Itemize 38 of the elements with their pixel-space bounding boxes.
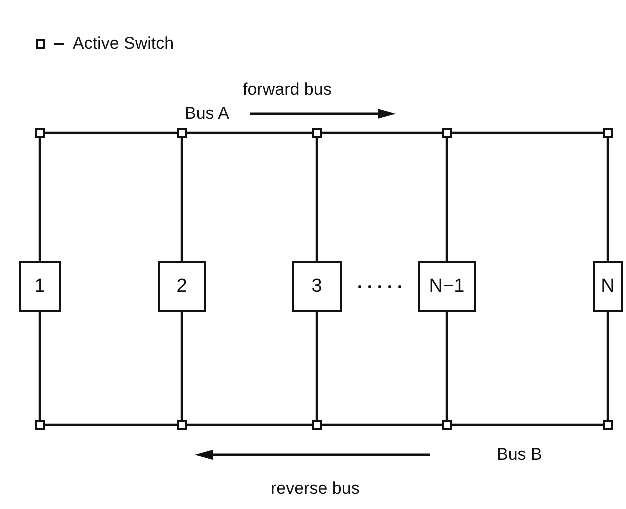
station-box: 3: [292, 261, 342, 312]
active-switch: [603, 128, 613, 138]
bus-line: [45, 424, 177, 426]
bus-line: [606, 138, 610, 261]
active-switch: [35, 420, 45, 430]
active-switch: [442, 420, 452, 430]
bus-label: forward bus: [243, 80, 332, 100]
active-switch: [442, 128, 452, 138]
bus-line: [322, 132, 442, 134]
bus-line: [446, 312, 448, 420]
bus-line: [606, 312, 610, 420]
bus-line: [446, 138, 448, 261]
bus-line: [452, 424, 603, 426]
station-box: 2: [158, 261, 206, 312]
station-box: N: [593, 261, 623, 312]
bus-label: Bus B: [497, 445, 542, 465]
legend-text: Active Switch: [73, 34, 174, 54]
station-box: N−1: [418, 261, 476, 312]
bus-line: [180, 312, 184, 420]
active-switch: [177, 128, 187, 138]
bus-line: [316, 138, 318, 261]
active-switch: [312, 128, 322, 138]
active-switch: [35, 128, 45, 138]
active-switch: [312, 420, 322, 430]
station-box: 1: [19, 261, 61, 312]
active-switch: [177, 420, 187, 430]
bus-label: reverse bus: [271, 479, 360, 499]
bus-line: [187, 132, 312, 134]
bus-line: [452, 132, 603, 134]
bus-line: [38, 138, 42, 261]
bus-line: [38, 312, 42, 420]
bus-label: Bus A: [185, 104, 230, 124]
bus-line: [316, 312, 318, 420]
active-switch: [603, 420, 613, 430]
bus-line: [45, 132, 177, 134]
bus-line: [180, 138, 184, 261]
bus-line: [322, 424, 442, 426]
bus-line: [187, 424, 312, 426]
